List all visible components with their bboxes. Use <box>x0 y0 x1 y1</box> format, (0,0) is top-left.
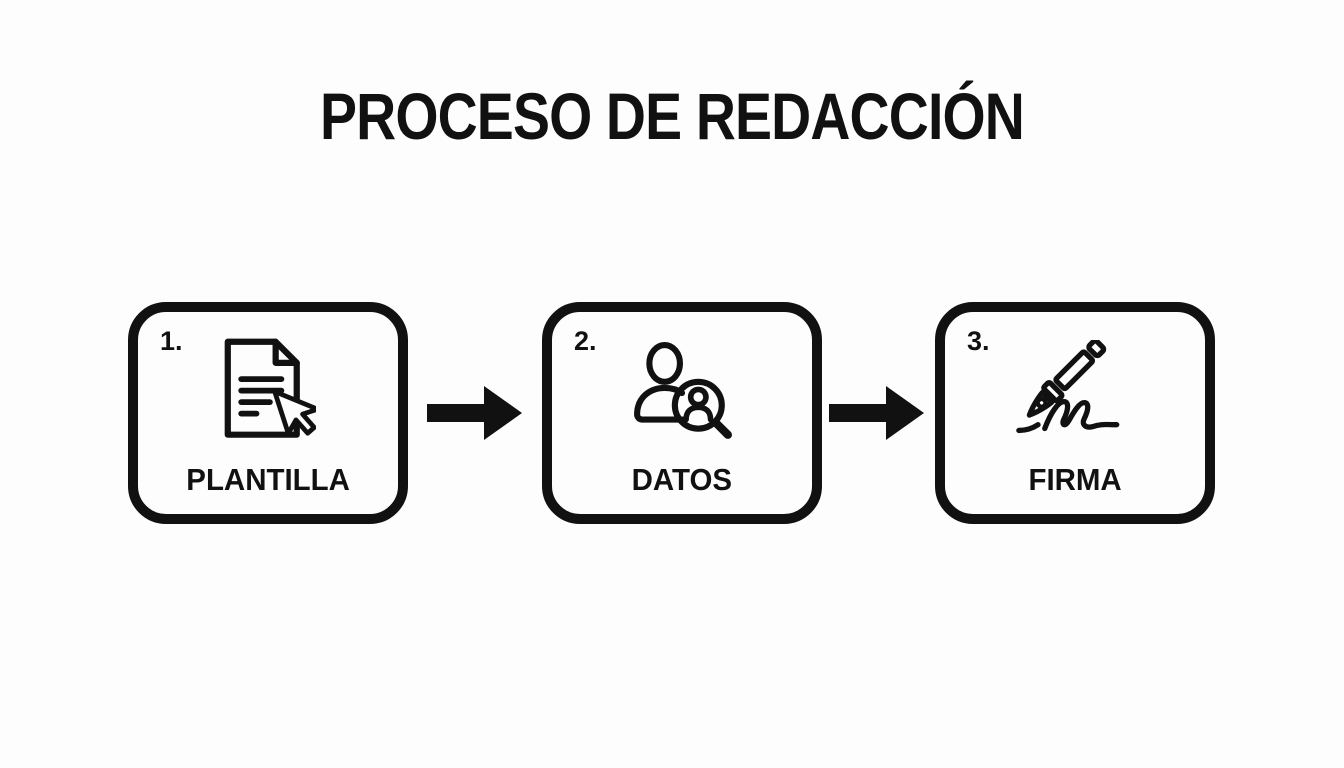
step-label: DATOS <box>631 462 733 497</box>
step-number: 2. <box>574 326 597 356</box>
arrow-right-icon <box>829 381 925 445</box>
step-box-firma: 3. FIRMA <box>935 302 1215 524</box>
step-label: FIRMA <box>1028 462 1122 497</box>
document-cursor-icon <box>220 336 316 450</box>
step-label: PLANTILLA <box>186 462 350 497</box>
arrow-right-icon <box>427 381 523 445</box>
step-box-datos: 2. DATOS <box>542 302 822 524</box>
step-number: 1. <box>160 326 183 356</box>
person-search-icon <box>631 336 733 450</box>
page-title: PROCESO DE REDACCIÓN <box>319 79 1025 153</box>
step-number: 3. <box>967 326 990 356</box>
step-box-plantilla: 1. PLANTILLA <box>128 302 408 524</box>
pen-signature-icon <box>1015 336 1135 450</box>
